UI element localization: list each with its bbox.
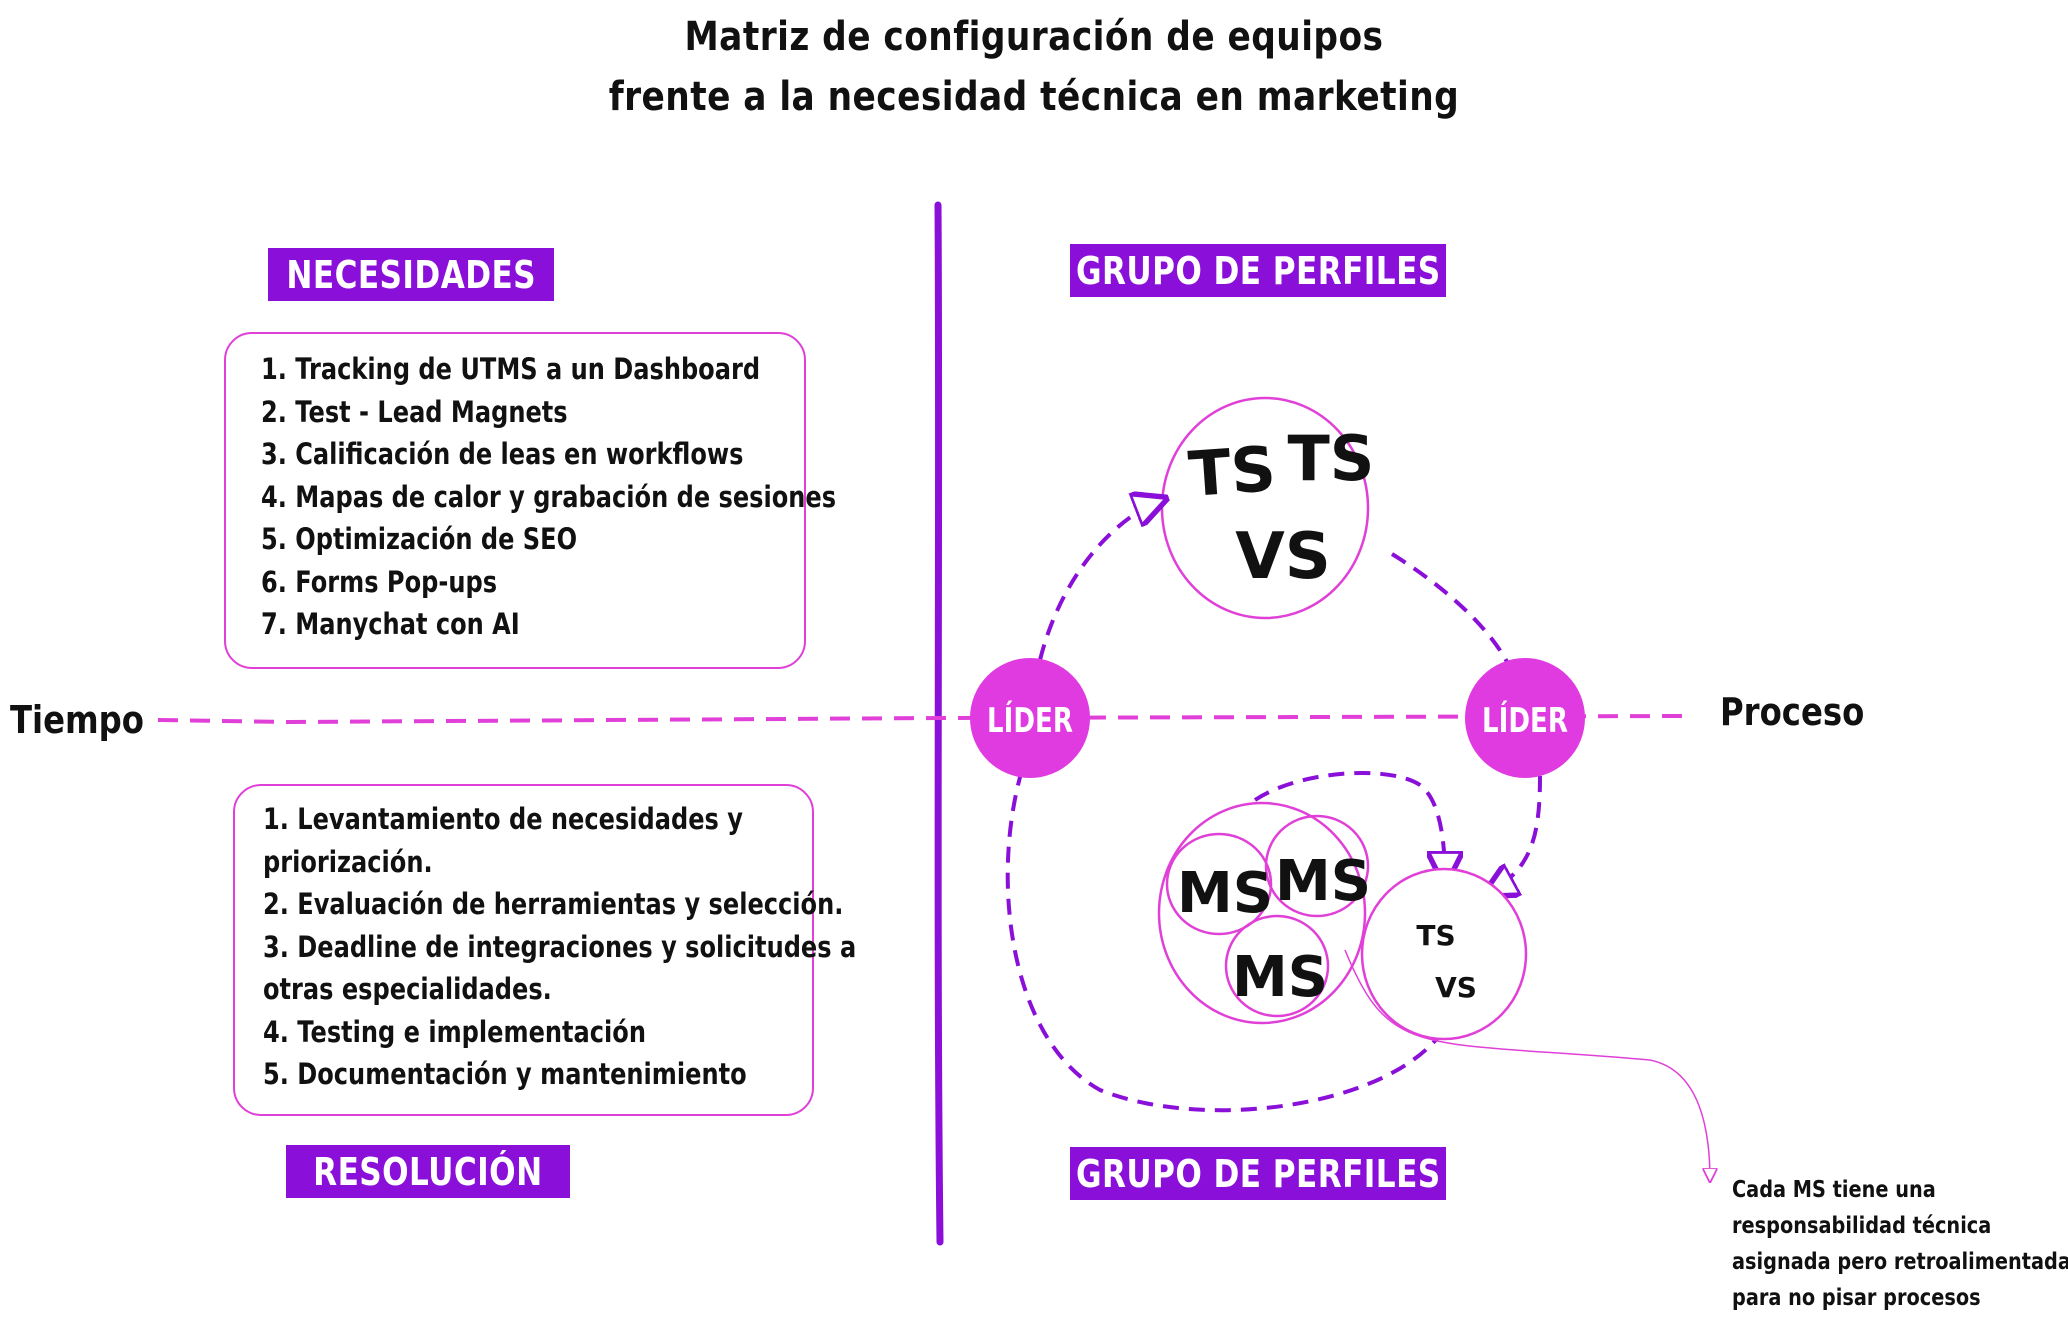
- note-pointer-line: [1344, 949, 1710, 1180]
- resolution-item: priorización.: [263, 844, 433, 879]
- needs-item: 6. Forms Pop-ups: [261, 564, 498, 599]
- leader-right-circle: [1465, 658, 1585, 778]
- note-line: Cada MS tiene una: [1732, 1177, 1936, 1203]
- ms-circle-2: [1264, 814, 1370, 918]
- resolution-item: 4. Testing e implementación: [263, 1014, 646, 1049]
- arrow-ms-loop: [1253, 771, 1445, 880]
- ms-circle-3: [1224, 914, 1330, 1018]
- tag-needs: NECESIDADES: [268, 248, 554, 301]
- small-ts: TS: [1416, 919, 1455, 952]
- resolution-item: 2. Evaluación de herramientas y selecció…: [263, 887, 844, 921]
- needs-item: 3. Calificación de leas en workflows: [261, 437, 744, 471]
- top-vs: VS: [1235, 520, 1331, 594]
- vertical-divider: [934, 201, 944, 1246]
- tag-resolution: RESOLUCIÓN: [286, 1145, 570, 1198]
- arrow-right-leader-to-small: [1488, 775, 1542, 893]
- ms-group-circle: [1157, 801, 1367, 1025]
- resolution-item: 3. Deadline de integraciones y solicitud…: [263, 929, 857, 964]
- needs-item: 4. Mapas de calor y grabación de sesione…: [261, 479, 837, 514]
- small-vs: VS: [1435, 971, 1477, 1004]
- resolution-item: 1. Levantamiento de necesidades y: [263, 802, 743, 836]
- axis-label-process: Proceso: [1720, 690, 1865, 734]
- ms-label-2: MS: [1275, 849, 1371, 914]
- note-line: para no pisar procesos: [1732, 1285, 1981, 1311]
- arrow-leader-to-top: [1038, 500, 1162, 661]
- title-line-1: Matriz de configuración de equipos: [684, 14, 1384, 60]
- axis-label-time: Tiempo: [10, 698, 144, 742]
- ms-circle-1: [1165, 832, 1273, 936]
- note-line: asignada pero retroalimentada: [1732, 1249, 2068, 1275]
- needs-item: 5. Optimización de SEO: [261, 522, 578, 556]
- top-ts-2: TS: [1288, 422, 1375, 495]
- tag-profiles-top: GRUPO DE PERFILES: [1070, 244, 1446, 297]
- tag-profiles-bottom: GRUPO DE PERFILES: [1070, 1147, 1446, 1200]
- ms-label-1: MS: [1177, 861, 1273, 926]
- resolution-item: otras especialidades.: [263, 972, 552, 1006]
- top-ts-1: TS: [1186, 432, 1278, 511]
- note-text: Cada MS tiene una responsabilidad técnic…: [1732, 1172, 2068, 1316]
- needs-item: 1. Tracking de UTMS a un Dashboard: [261, 352, 761, 386]
- needs-item: 7. Manychat con AI: [261, 607, 520, 641]
- arrow-top-to-right-leader: [1390, 552, 1509, 663]
- leader-left-circle: [970, 658, 1090, 778]
- arrow-bottom-loop: [1005, 769, 1442, 1113]
- title-line-2: frente a la necesidad técnica en marketi…: [608, 74, 1460, 120]
- note-line: responsabilidad técnica: [1732, 1213, 1992, 1239]
- leader-left-label: LÍDER: [987, 700, 1073, 741]
- leader-right-label: LÍDER: [1482, 700, 1568, 741]
- ms-label-3: MS: [1232, 945, 1328, 1010]
- resolution-box: 1. Levantamiento de necesidades y priori…: [233, 784, 856, 1116]
- horizontal-axis: [157, 714, 1686, 725]
- resolution-item: 5. Documentación y mantenimiento: [263, 1057, 747, 1091]
- resolution-list: 1. Levantamiento de necesidades y priori…: [263, 798, 978, 1096]
- needs-box: 1. Tracking de UTMS a un Dashboard 2. Te…: [224, 332, 836, 669]
- small-profile-circle: [1360, 867, 1528, 1041]
- needs-item: 2. Test - Lead Magnets: [261, 394, 568, 429]
- needs-list: 1. Tracking de UTMS a un Dashboard 2. Te…: [261, 348, 954, 646]
